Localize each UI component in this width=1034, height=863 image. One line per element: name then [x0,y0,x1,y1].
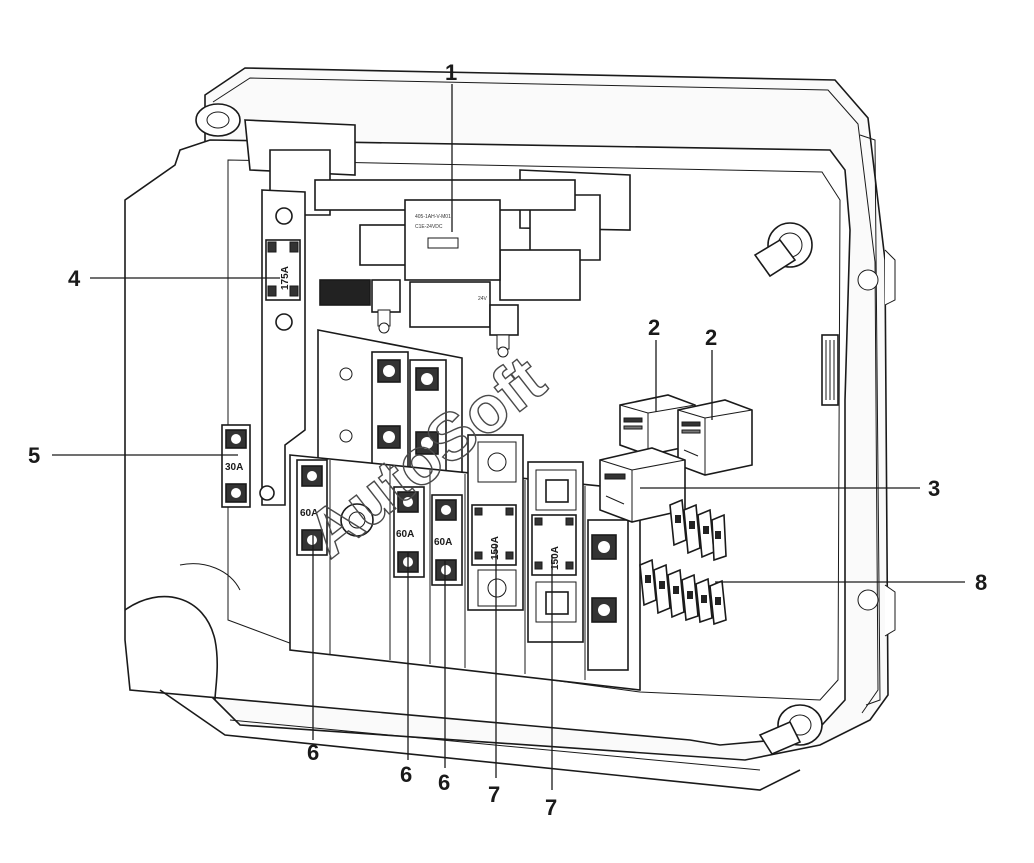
callout-6-left: 6 [307,740,319,765]
mini-fuse-row-upper [669,498,727,562]
callout-7-right: 7 [545,795,557,820]
callout-8: 8 [975,570,987,595]
callout-2-right: 2 [705,325,717,350]
callouts: 1 2 2 3 4 5 6 6 6 7 7 8 [28,60,987,820]
fuse-60A-a: 60A [296,459,328,556]
relay-3 [599,447,686,523]
top-bracket [244,119,631,328]
callout-1: 1 [445,60,457,85]
fuse-60A-b: 60A [393,486,425,578]
mini-fuse-row-lower [639,558,727,626]
fuse-rating-30A: 30A [225,462,243,473]
callout-4: 4 [68,266,81,291]
small-relay-text: 24V [478,296,488,302]
callout-2-left: 2 [648,315,660,340]
main-relay-part-text: 405-1AH-V-M01 [415,214,451,220]
mini-fuse-block [639,498,727,626]
callout-6-right: 6 [438,770,450,795]
callout-7-left: 7 [488,782,500,807]
leader-lines [52,84,965,790]
fuse-30A: 30A [221,424,251,508]
fuse-rating-60A-b: 60A [396,529,414,540]
fuse-rating-60A-a: 60A [300,508,318,519]
fuse-150A-b: 150A [527,461,584,643]
corner-boss-top-right [753,222,813,278]
mini-relay-left [619,394,696,456]
main-relay-rating-text: C1E-24VDC [415,224,443,230]
relay-terminal-right [489,304,519,358]
mini-relay-right [677,399,753,476]
corner-boss-top-left [195,103,241,137]
callout-6-middle: 6 [400,762,412,787]
fuse-rating-175A: 175A [280,266,291,290]
fuse-rating-150A-b: 150A [550,546,561,570]
callout-3: 3 [928,476,940,501]
bus-strip-175A: 175A [259,189,306,506]
fuse-60A-c: 60A [431,494,463,586]
end-terminal-strip [587,519,629,671]
corner-boss-bottom-right [758,704,823,756]
callout-5: 5 [28,443,40,468]
relay-terminal-left [371,279,401,334]
fuse-rating-60A-c: 60A [434,537,452,548]
fuse-row: 60A 60A 60A 150A [289,434,641,691]
